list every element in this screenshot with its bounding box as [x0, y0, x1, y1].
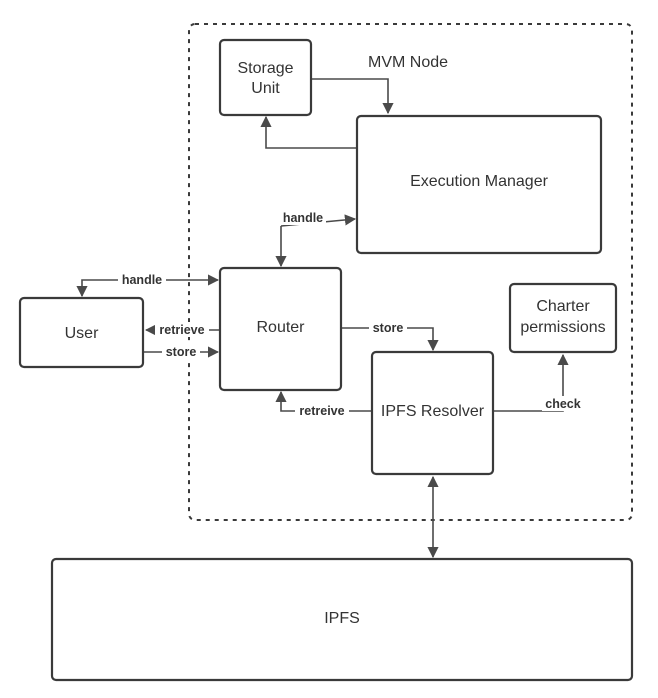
- edge-storage-to-exec: [311, 78, 394, 115]
- execution-manager-label: Execution Manager: [410, 173, 549, 190]
- edge-exec-to-storage: [260, 115, 358, 149]
- edge-label-retreive: retreive: [299, 404, 344, 418]
- charter-permissions-label-line2: permissions: [520, 319, 605, 336]
- edge-label-retrieve: retrieve: [159, 323, 204, 337]
- edge-label-check: check: [545, 397, 580, 411]
- edge-user-router-handle: [76, 274, 220, 298]
- storage-unit-node: [218, 38, 313, 117]
- edge-label-handle-exec: handle: [283, 211, 323, 225]
- ipfs-node: [50, 557, 634, 682]
- ipfs-label: IPFS: [324, 610, 360, 627]
- edge-label-store-resolver: store: [373, 321, 404, 335]
- ipfs-resolver-label: IPFS Resolver: [381, 403, 485, 420]
- edge-label-store-user: store: [166, 345, 197, 359]
- user-node: [18, 296, 145, 369]
- charter-permissions-label-line1: Charter: [536, 298, 590, 315]
- ipfs-resolver-node: [370, 350, 495, 476]
- storage-unit-label-line2: Unit: [251, 80, 280, 97]
- router-label: Router: [256, 319, 305, 336]
- router-node: [218, 266, 343, 392]
- user-label: User: [65, 325, 99, 342]
- storage-unit-label-line1: Storage: [237, 60, 293, 77]
- charter-permissions-node: [508, 282, 618, 354]
- edge-label-handle-user: handle: [122, 273, 162, 287]
- execution-manager-node: [355, 114, 603, 255]
- mvm-node-label: MVM Node: [368, 54, 448, 71]
